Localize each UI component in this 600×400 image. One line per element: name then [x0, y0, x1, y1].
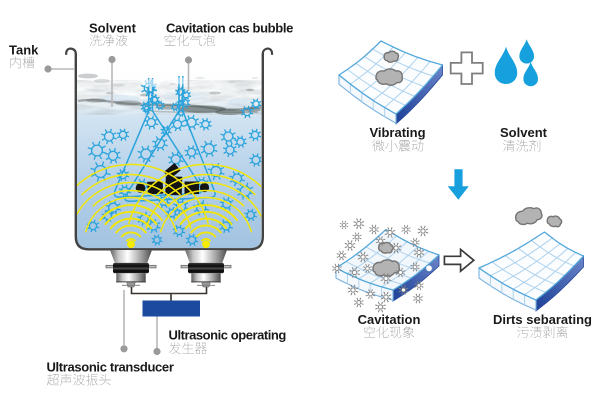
- svg-text:Solvent: Solvent: [500, 125, 548, 140]
- svg-text:Cavitation: Cavitation: [358, 312, 421, 327]
- svg-text:Vibrating: Vibrating: [369, 125, 425, 140]
- svg-text:Tank: Tank: [9, 43, 39, 58]
- svg-text:Ultrasonic operating: Ultrasonic operating: [169, 327, 287, 342]
- svg-text:Dirts sebarating: Dirts sebarating: [493, 312, 592, 327]
- svg-text:Cavitation cas bubble: Cavitation cas bubble: [166, 21, 293, 36]
- svg-text:Ultrasonic transducer: Ultrasonic transducer: [47, 359, 174, 374]
- svg-text:Solvent: Solvent: [89, 21, 137, 36]
